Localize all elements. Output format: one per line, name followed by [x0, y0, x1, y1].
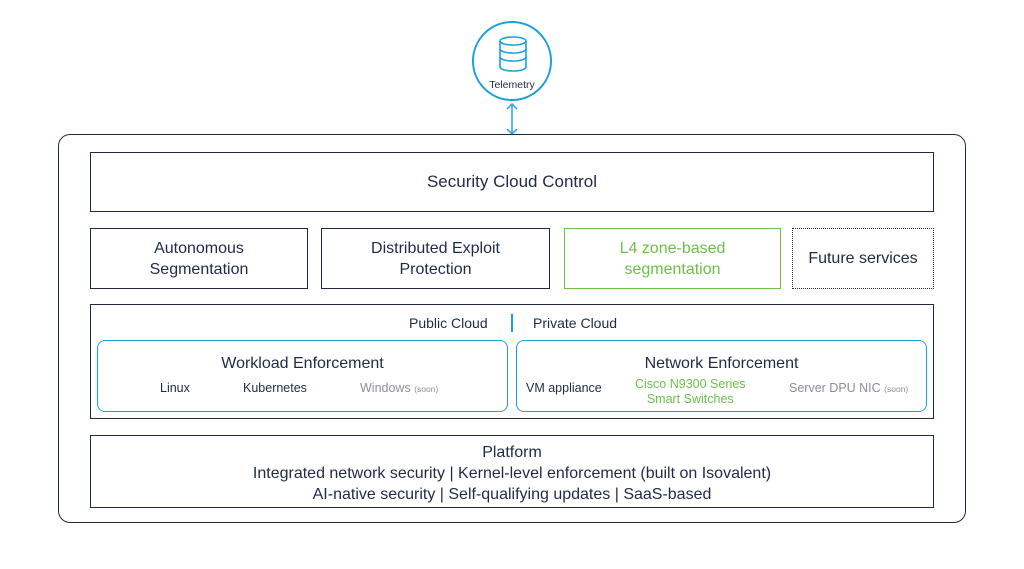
cloud-divider [511, 314, 513, 332]
security-cloud-control-label: Security Cloud Control [426, 172, 598, 191]
windows-label: Windows [360, 381, 411, 395]
server-dpu-nic-label: Server DPU NIC [789, 381, 881, 395]
platform-line2: AI-native security | Self-qualifying upd… [312, 486, 712, 503]
network-item-vm-appliance: VM appliance [526, 381, 602, 395]
service-label-line: L4 zone-based [619, 239, 726, 257]
service-l4-zone-based-segmentation: L4 zone-based segmentation [564, 228, 781, 289]
telemetry-node: Telemetry [472, 21, 552, 101]
workload-enforcement-title: Workload Enforcement [221, 355, 384, 372]
soon-tag: (soon) [884, 384, 909, 394]
n9300-line2: Smart Switches [646, 392, 734, 406]
network-enforcement-title: Network Enforcement [644, 355, 799, 372]
n9300-line1: Cisco N9300 Series [635, 377, 746, 391]
network-enforcement-box: Network Enforcement VM appliance Cisco N… [516, 340, 927, 412]
platform-line1: Integrated network security | Kernel-lev… [252, 465, 772, 482]
bidirectional-arrow-icon [506, 103, 518, 135]
service-label-line: Segmentation [149, 260, 249, 278]
platform-title: Platform [482, 444, 542, 461]
workload-item-windows: Windows (soon) [360, 381, 438, 395]
service-label-line: Future services [808, 250, 918, 267]
service-label-line: Autonomous [154, 239, 244, 257]
workload-item-kubernetes: Kubernetes [243, 381, 307, 395]
workload-enforcement-box: Workload Enforcement Linux Kubernetes Wi… [97, 340, 508, 412]
private-cloud-label: Private Cloud [533, 315, 618, 331]
service-label-line: segmentation [624, 260, 721, 278]
network-item-n9300-switches: Cisco N9300 Series Smart Switches [635, 377, 745, 407]
enforcement-layer [90, 304, 934, 419]
service-future-services: Future services [792, 228, 934, 289]
database-icon [499, 36, 527, 72]
platform-box: Platform Integrated network security | K… [90, 435, 934, 508]
service-label-line: Protection [399, 260, 472, 278]
service-label-line: Distributed Exploit [371, 239, 500, 257]
public-cloud-label: Public Cloud [409, 315, 488, 331]
architecture-container [58, 134, 966, 523]
soon-tag: (soon) [414, 384, 439, 394]
telemetry-label: Telemetry [489, 79, 535, 91]
workload-item-linux: Linux [160, 381, 190, 395]
security-cloud-control-box: Security Cloud Control [90, 152, 934, 212]
network-item-server-dpu-nic: Server DPU NIC (soon) [789, 381, 908, 395]
